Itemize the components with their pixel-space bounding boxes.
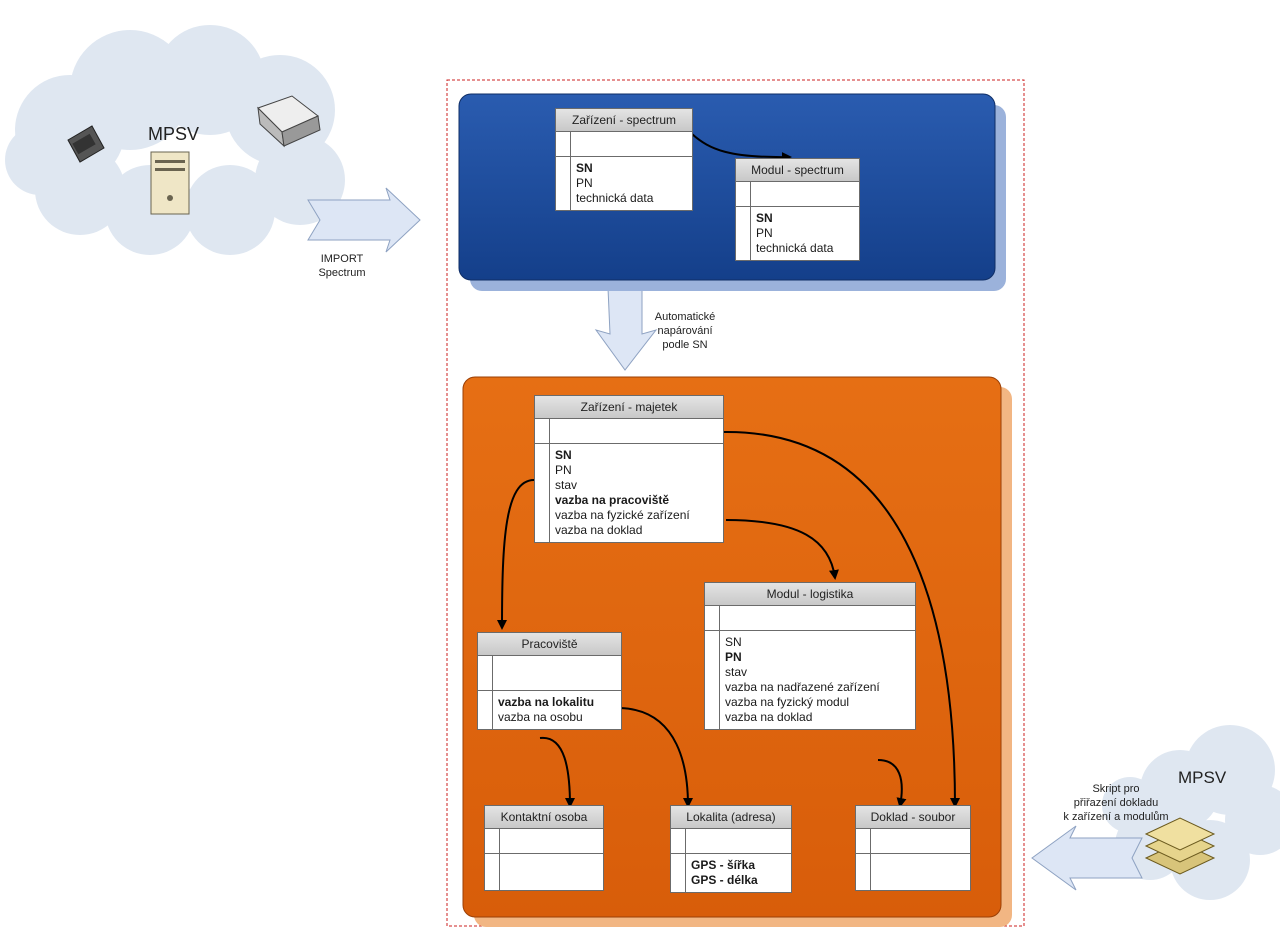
table-key-row — [671, 829, 791, 854]
table-zarizeni-majetek[interactable]: Zařízení - majetek SN PN stav vazba na p… — [534, 395, 724, 543]
table-lokalita[interactable]: Lokalita (adresa) GPS - šířka GPS - délk… — [670, 805, 792, 893]
connector-majetek-pracoviste — [497, 479, 535, 630]
printer-icon — [257, 95, 321, 148]
field-technicka-data: technická data — [756, 241, 834, 255]
row-gutter — [478, 691, 493, 729]
mpsv-label-top: MPSV — [148, 124, 200, 144]
pairing-label-line1: Automatické — [654, 311, 716, 323]
script-arrow — [1031, 825, 1143, 891]
field-vazba-fyzicky-modul: vazba na fyzický modul — [725, 695, 850, 709]
row-gutter — [535, 419, 550, 443]
field-vazba-nadrazene: vazba na nadřazené zařízení — [725, 680, 880, 694]
table-fields: SN PN stav vazba na pracoviště vazba na … — [535, 444, 723, 542]
row-gutter — [556, 132, 571, 156]
field-vazba-doklad: vazba na doklad — [725, 710, 813, 724]
table-title: Zařízení - spectrum — [556, 109, 692, 132]
field-vazba-pracoviste: vazba na pracoviště — [555, 493, 670, 507]
row-gutter — [485, 829, 500, 853]
table-modul-logistika[interactable]: Modul - logistika SN PN stav vazba na na… — [704, 582, 916, 730]
table-key-row — [556, 132, 692, 157]
field-sn: SN — [576, 161, 593, 175]
row-gutter — [705, 606, 720, 630]
import-arrow — [307, 187, 421, 253]
table-kontaktni-osoba[interactable]: Kontaktní osoba — [484, 805, 604, 891]
pairing-label-line3: podle SN — [662, 339, 708, 351]
connector-majetek-logistika — [725, 519, 839, 580]
table-fields: GPS - šířka GPS - délka — [671, 854, 791, 892]
script-label-line2: přiřazení dokladu — [1073, 797, 1159, 809]
row-gutter — [705, 631, 720, 729]
server-icon — [150, 151, 190, 215]
script-label-line3: k zařízení a modulům — [1063, 811, 1169, 823]
import-label-line2: Spectrum — [318, 267, 366, 279]
table-title: Doklad - soubor — [856, 806, 970, 829]
row-gutter — [556, 157, 571, 210]
field-pn: PN — [725, 650, 742, 664]
field-stav: stav — [555, 478, 578, 492]
field-vazba-lokalita: vazba na lokalitu — [498, 695, 595, 709]
field-technicka-data: technická data — [576, 191, 654, 205]
connector-pracoviste-lokalita — [619, 707, 693, 808]
connector-logistika-doklad — [877, 759, 907, 808]
telephone-icon — [67, 125, 105, 163]
table-title: Modul - spectrum — [736, 159, 859, 182]
field-sn: SN — [725, 635, 742, 649]
import-label: IMPORT Spectrum — [292, 252, 392, 280]
import-label-line1: IMPORT — [320, 253, 364, 265]
table-fields — [485, 854, 603, 890]
field-sn: SN — [756, 211, 773, 225]
field-vazba-fyzicke-zarizeni: vazba na fyzické zařízení — [555, 508, 690, 522]
connector-spectrum — [691, 133, 792, 163]
table-fields — [856, 854, 970, 890]
field-sn: SN — [555, 448, 572, 462]
field-vazba-doklad: vazba na doklad — [555, 523, 643, 537]
table-title: Pracoviště — [478, 633, 621, 656]
table-modul-spectrum[interactable]: Modul - spectrum SN PN technická data — [735, 158, 860, 261]
cloud-top-left — [5, 25, 345, 255]
table-pracoviste[interactable]: Pracoviště vazba na lokalitu vazba na os… — [477, 632, 622, 730]
table-key-row — [856, 829, 970, 854]
row-gutter — [736, 207, 751, 260]
field-gps-delka: GPS - délka — [691, 873, 758, 887]
script-label-line1: Skript pro — [1092, 783, 1140, 795]
field-pn: PN — [555, 463, 572, 477]
field-vazba-osoba: vazba na osobu — [498, 710, 583, 724]
table-key-row — [478, 656, 621, 691]
table-title: Kontaktní osoba — [485, 806, 603, 829]
row-gutter — [671, 829, 686, 853]
table-title: Modul - logistika — [705, 583, 915, 606]
table-fields: vazba na lokalitu vazba na osobu — [478, 691, 621, 729]
documents-icon — [1144, 817, 1216, 875]
row-gutter — [856, 829, 871, 853]
table-fields: SN PN technická data — [736, 207, 859, 260]
table-key-row — [705, 606, 915, 631]
spectrum-panel — [458, 93, 996, 281]
row-gutter — [535, 444, 550, 542]
pairing-arrow — [594, 287, 658, 371]
table-key-row — [535, 419, 723, 444]
connector-pracoviste-osoba — [539, 736, 575, 808]
field-pn: PN — [756, 226, 773, 240]
row-gutter — [478, 656, 493, 690]
connector-majetek-doklad — [723, 430, 960, 808]
mpsv-label-bottom: MPSV — [1178, 768, 1227, 787]
table-key-row — [736, 182, 859, 207]
table-zarizeni-spectrum[interactable]: Zařízení - spectrum SN PN technická data — [555, 108, 693, 211]
row-gutter — [485, 854, 500, 890]
field-pn: PN — [576, 176, 593, 190]
row-gutter — [671, 854, 686, 892]
pairing-label: Automatické napárování podle SN — [640, 310, 730, 352]
table-doklad[interactable]: Doklad - soubor — [855, 805, 971, 891]
script-label: Skript pro přiřazení dokladu k zařízení … — [1046, 782, 1186, 824]
table-fields: SN PN stav vazba na nadřazené zařízení v… — [705, 631, 915, 729]
row-gutter — [736, 182, 751, 206]
table-title: Lokalita (adresa) — [671, 806, 791, 829]
table-fields: SN PN technická data — [556, 157, 692, 210]
row-gutter — [856, 854, 871, 890]
table-key-row — [485, 829, 603, 854]
field-stav: stav — [725, 665, 748, 679]
pairing-label-line2: napárování — [657, 325, 713, 337]
field-gps-sirka: GPS - šířka — [691, 858, 756, 872]
table-title: Zařízení - majetek — [535, 396, 723, 419]
